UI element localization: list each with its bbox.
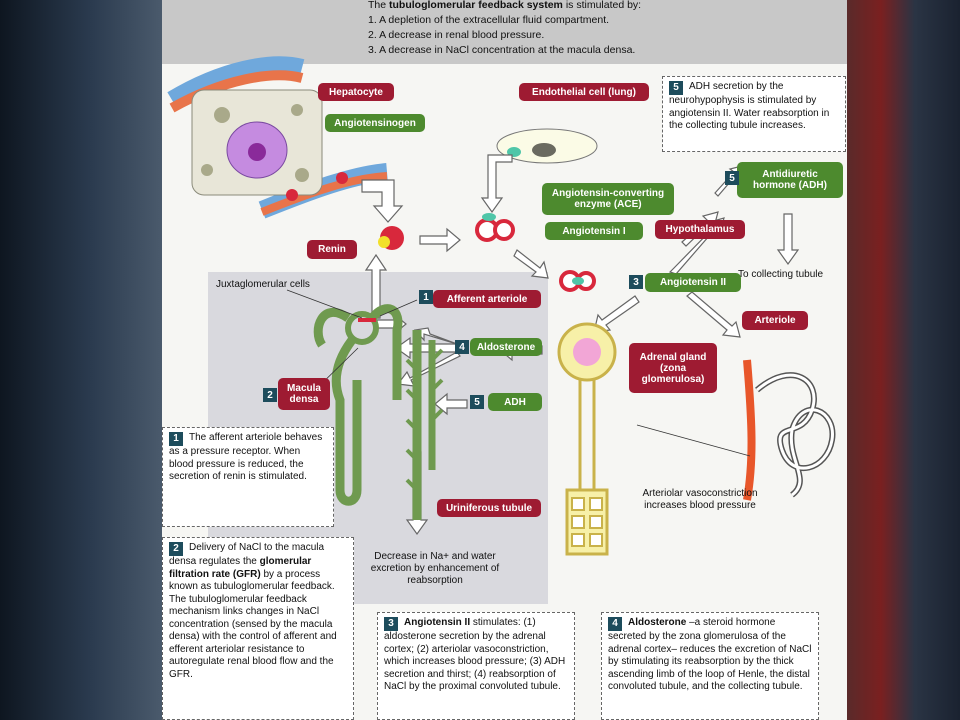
renin-label: Renin bbox=[307, 240, 357, 259]
afferent-label: Afferent arteriole bbox=[433, 290, 541, 308]
adrenal-label: Adrenal gland (zona glomerulosa) bbox=[629, 343, 717, 393]
number-tag-2: 2 bbox=[263, 388, 277, 402]
adrenal-gland-structure bbox=[557, 322, 617, 556]
header-band: The tubuloglomerular feedback system is … bbox=[162, 0, 847, 64]
box1-text: The afferent arteriole behaves as a pres… bbox=[169, 432, 323, 482]
header-item: 1. A depletion of the extracellular flui… bbox=[368, 14, 610, 26]
to-collecting-text: To collecting tubule bbox=[738, 269, 824, 280]
hepatocyte-label: Hepatocyte bbox=[318, 83, 394, 101]
juxtaglomerular-text: Juxtaglomerular cells bbox=[216, 279, 310, 290]
hepatocyte-cell bbox=[191, 89, 348, 201]
number-tag-3: 3 bbox=[384, 617, 398, 631]
angiotensinogen-label: Angiotensinogen bbox=[325, 114, 425, 132]
header-line1: The tubuloglomerular feedback system is … bbox=[368, 0, 642, 11]
number-tag-1: 1 bbox=[419, 290, 433, 304]
liver-vessel bbox=[167, 56, 388, 219]
adh-label: ADH bbox=[488, 393, 542, 411]
box5-text: ADH secretion by the neurohypophysis is … bbox=[669, 81, 830, 131]
arteriole-label: Arteriole bbox=[742, 311, 808, 330]
number-tag-5: 5 bbox=[725, 171, 739, 185]
macula-label: Macula densa bbox=[278, 378, 330, 410]
nephron-tubule bbox=[313, 304, 444, 520]
number-tag-4: 4 bbox=[455, 340, 469, 354]
number-tag-4: 4 bbox=[608, 617, 622, 631]
number-tag-2: 2 bbox=[169, 542, 183, 556]
renin-molecule bbox=[378, 226, 404, 250]
ace-molecule bbox=[475, 213, 515, 242]
endothelial-label: Endothelial cell (lung) bbox=[519, 83, 649, 101]
header-item: 3. A decrease in NaCl concentration at t… bbox=[368, 44, 636, 56]
number-tag-5: 5 bbox=[669, 81, 683, 95]
number-tag-1: 1 bbox=[169, 432, 183, 446]
ace-label: Angiotensin-converting enzyme (ACE) bbox=[542, 183, 674, 215]
adh-full-label: Antidiuretic hormone (ADH) bbox=[737, 162, 843, 198]
number-tag-3: 3 bbox=[629, 275, 643, 289]
angiotensin-ii-label: Angiotensin II bbox=[645, 273, 741, 292]
diagram-artwork bbox=[167, 56, 836, 556]
uriniferous-label: Uriniferous tubule bbox=[437, 499, 541, 517]
angiotensin-i-label: Angiotensin I bbox=[545, 222, 643, 240]
hypothalamus-label: Hypothalamus bbox=[655, 220, 745, 239]
vasoconstriction-text: Arteriolar vasoconstriction increases bl… bbox=[642, 488, 758, 511]
decrease-na-text: Decrease in Na+ and water excretion by e… bbox=[370, 551, 500, 586]
header-item: 2. A decrease in renal blood pressure. bbox=[368, 29, 545, 41]
angiotensin-ii-molecule bbox=[559, 270, 596, 292]
arteriole-vessel bbox=[743, 359, 836, 501]
left-background bbox=[0, 0, 162, 720]
number-tag-5: 5 bbox=[470, 395, 484, 409]
header-text: The tubuloglomerular feedback system is … bbox=[368, 0, 641, 58]
aldosterone-label: Aldosterone bbox=[470, 338, 542, 356]
slide-page: The tubuloglomerular feedback system is … bbox=[162, 0, 847, 720]
right-background bbox=[847, 0, 960, 720]
endothelial-cell bbox=[496, 128, 598, 164]
leader-lines bbox=[286, 289, 751, 457]
